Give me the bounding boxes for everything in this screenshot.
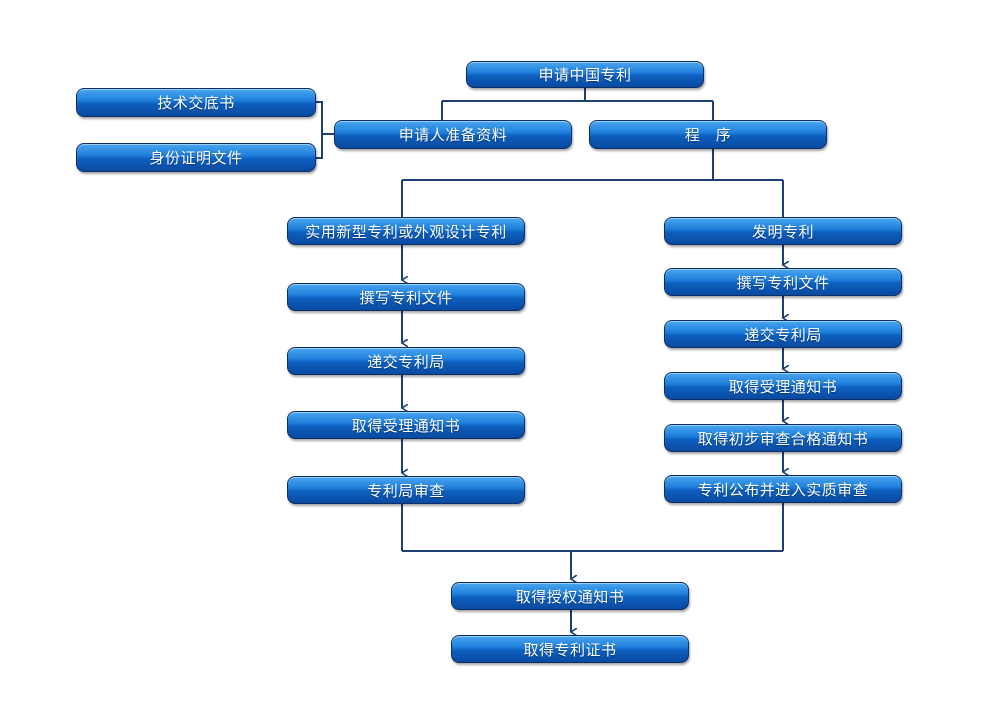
node-applicant-prepare: 申请人准备资料 xyxy=(334,120,572,149)
node-left-write: 撰写专利文件 xyxy=(287,283,525,311)
node-right-publish: 专利公布并进入实质审查 xyxy=(664,475,902,503)
node-certificate: 取得专利证书 xyxy=(451,635,689,663)
node-right-prelim: 取得初步审查合格通知书 xyxy=(664,424,902,452)
node-left-submit: 递交专利局 xyxy=(287,347,525,375)
node-left-receipt: 取得受理通知书 xyxy=(287,411,525,439)
node-apply-cn-patent: 申请中国专利 xyxy=(466,61,704,88)
node-right-write: 撰写专利文件 xyxy=(664,268,902,296)
node-invention: 发明专利 xyxy=(664,217,902,245)
node-procedure: 程 序 xyxy=(589,120,827,149)
node-right-submit: 递交专利局 xyxy=(664,320,902,348)
line-bracket xyxy=(316,101,323,159)
node-right-receipt: 取得受理通知书 xyxy=(664,372,902,400)
node-utility-design: 实用新型专利或外观设计专利 xyxy=(287,217,525,245)
node-grant-notice: 取得授权通知书 xyxy=(451,582,689,610)
node-identity-docs: 身份证明文件 xyxy=(76,143,316,172)
node-left-examine: 专利局审查 xyxy=(287,476,525,504)
node-tech-disclosure: 技术交底书 xyxy=(76,88,316,117)
